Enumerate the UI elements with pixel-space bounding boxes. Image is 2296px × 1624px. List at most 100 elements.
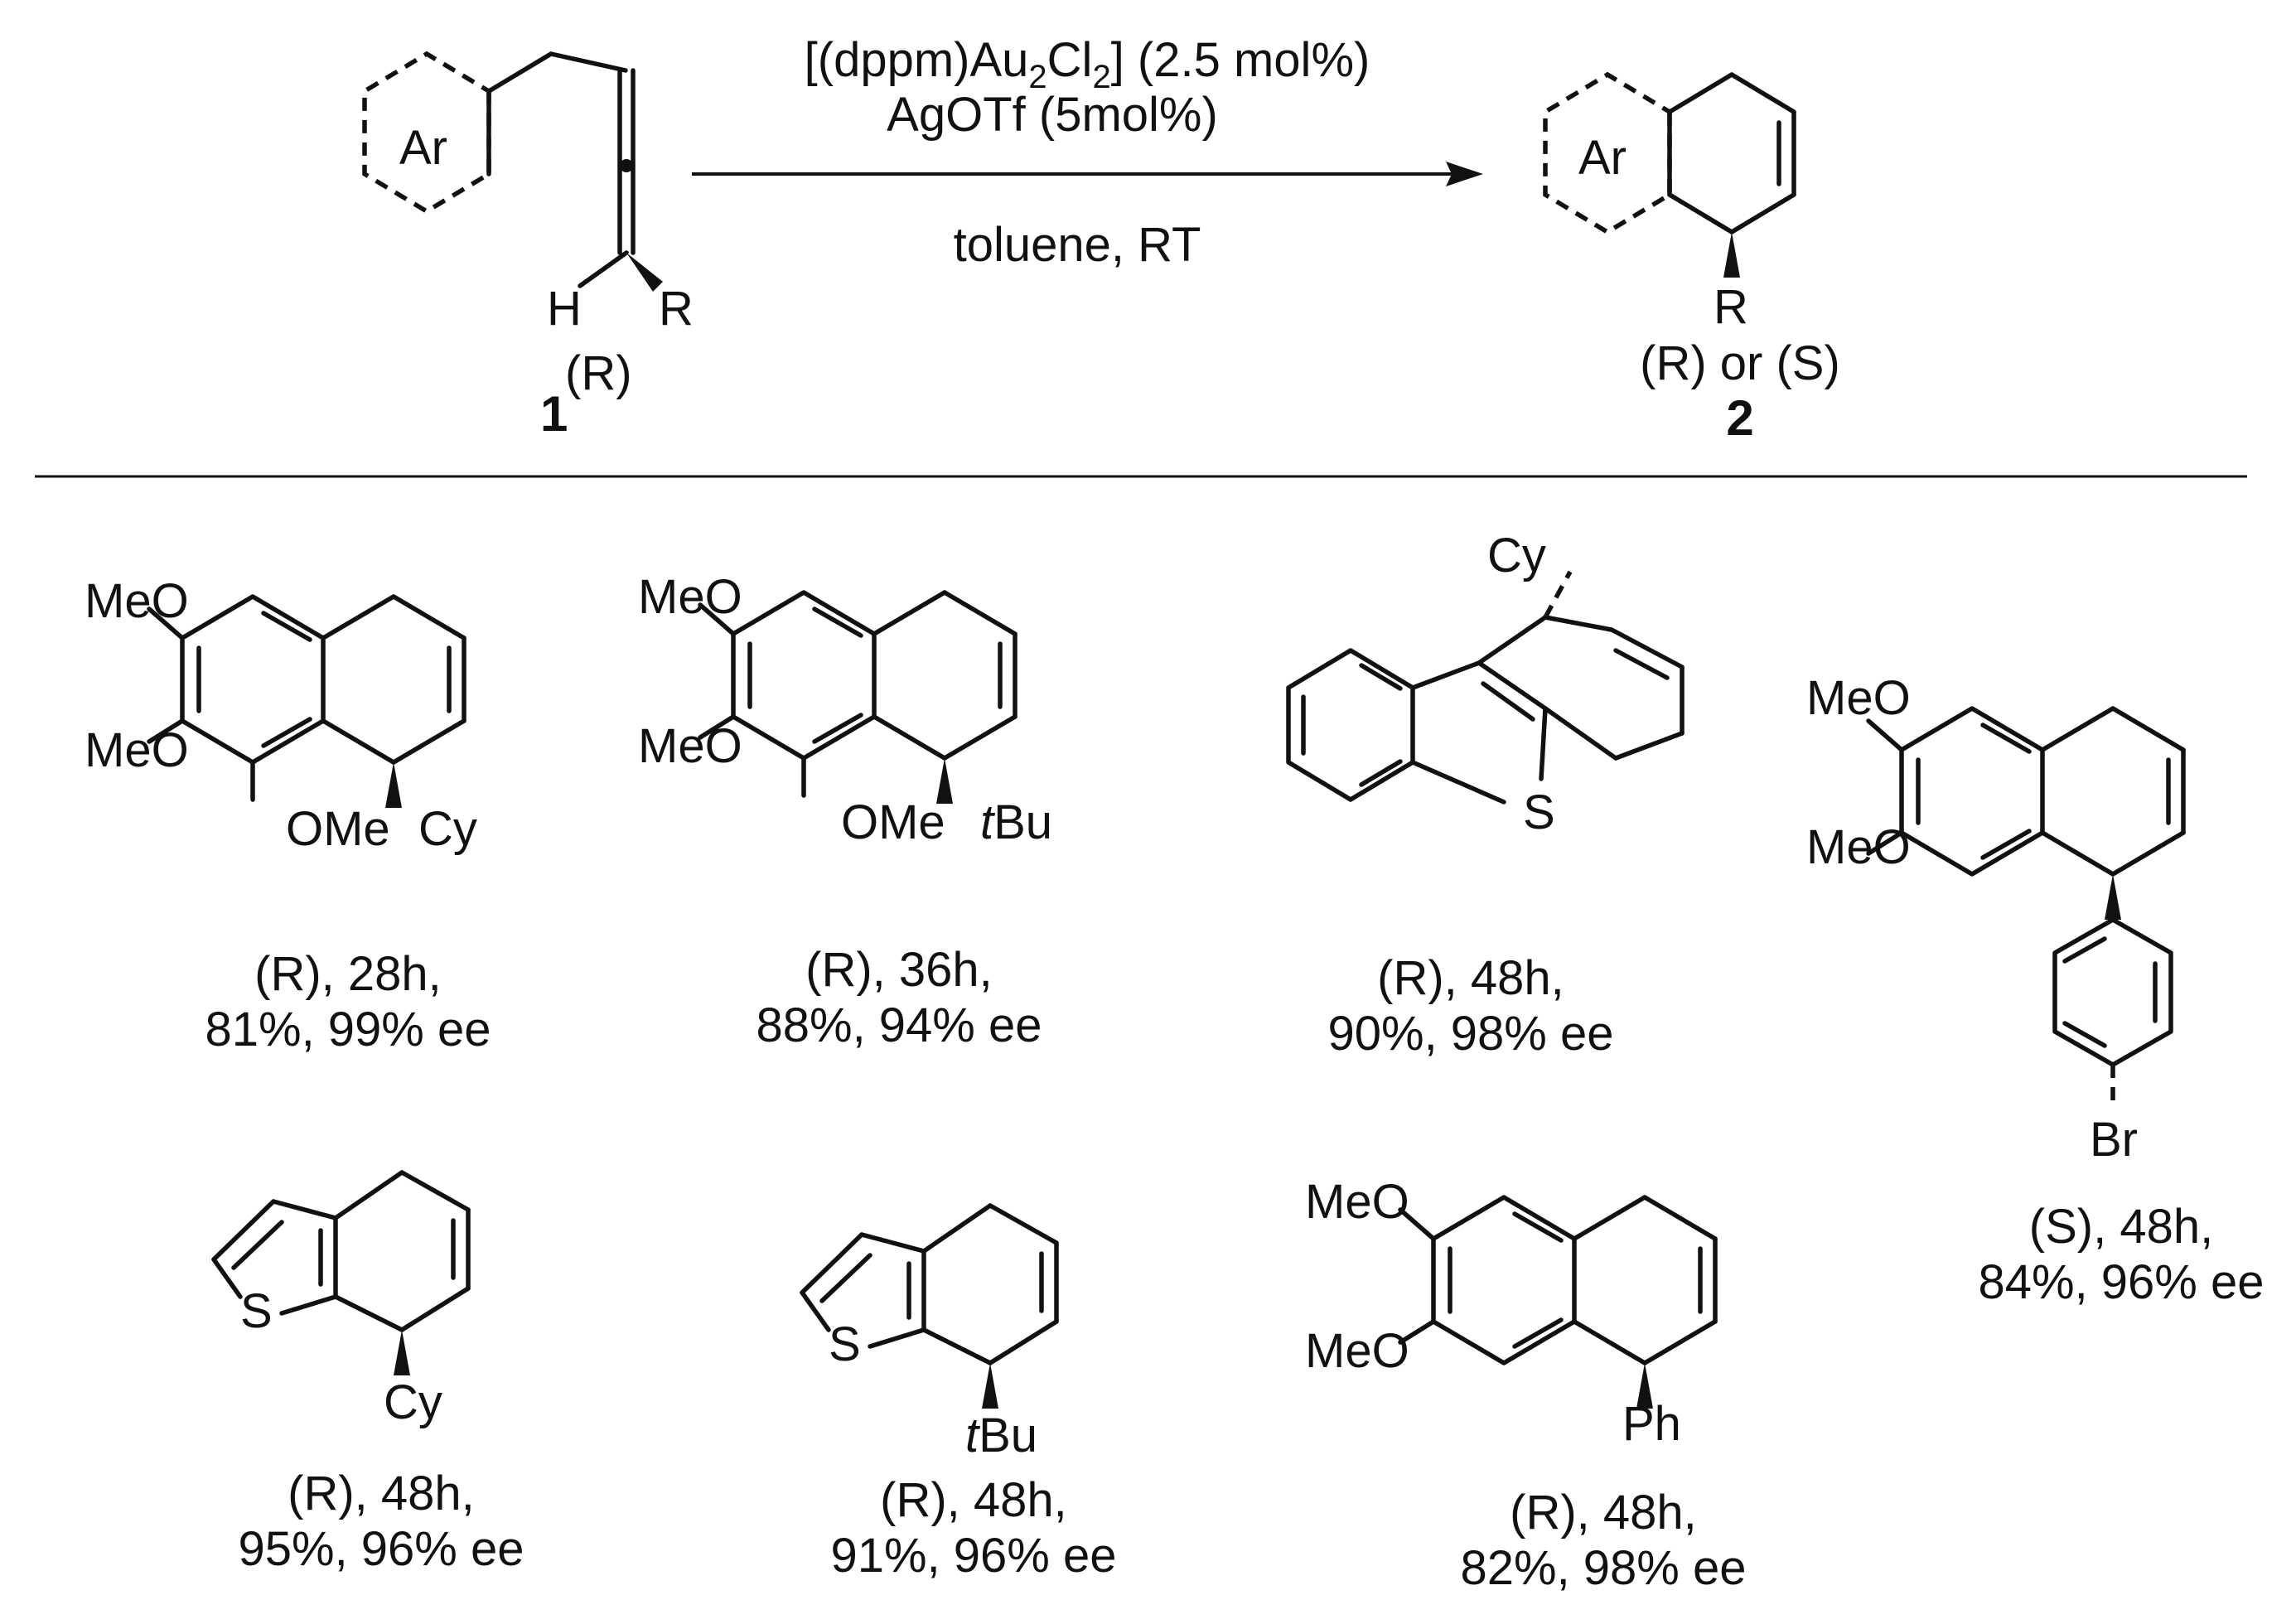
example-4-structure: MeO MeO Br xyxy=(1806,671,2186,1167)
allene-center-dot xyxy=(620,159,633,172)
bond xyxy=(942,590,1017,636)
bond xyxy=(391,594,466,640)
bond xyxy=(1359,759,1403,787)
meo-label: MeO xyxy=(638,570,742,624)
bond xyxy=(942,714,1017,761)
bond xyxy=(1642,1319,1718,1365)
example-4-caption-line2: 84%, 96% ee xyxy=(1978,1255,2264,1309)
sulfur-label: S xyxy=(240,1284,273,1338)
wedge-bond xyxy=(626,253,663,292)
product-aryl-ring xyxy=(1543,71,1672,235)
product-config: (R) or (S) xyxy=(1640,336,1840,390)
example-1-structure: MeO MeO OMe Cy xyxy=(85,574,477,856)
bond xyxy=(1539,706,1548,781)
substrate-ar-label: Ar xyxy=(399,121,447,175)
cy-label: Cy xyxy=(1487,529,1546,582)
bond xyxy=(1398,1207,1436,1241)
bond xyxy=(1572,1195,1647,1241)
wedge-bond xyxy=(2105,874,2121,920)
substrate-r-label: R xyxy=(659,282,694,336)
meo-label: MeO xyxy=(1305,1175,1409,1229)
example-3-caption-line1: (R), 48h, xyxy=(1377,951,1564,1005)
bond xyxy=(1980,723,2032,754)
reaction-arrow-group: [(dppm)Au2Cl2] (2.5 mol%) AgOTf (5mol%) … xyxy=(692,33,1483,272)
wedge-bond xyxy=(982,1363,998,1409)
bond xyxy=(1613,731,1685,761)
substrate-number: 1 xyxy=(540,386,568,442)
bond xyxy=(2110,830,2186,877)
example-3-structure: Cy S xyxy=(1286,529,1685,839)
bond xyxy=(1543,706,1618,761)
bond xyxy=(486,51,553,94)
bond xyxy=(2040,706,2115,752)
example-6-caption-line1: (R), 48h, xyxy=(880,1473,1067,1527)
tbu-label: tBu xyxy=(965,1409,1037,1462)
wedge-bond xyxy=(1636,1363,1653,1409)
bond xyxy=(1410,660,1482,690)
bond xyxy=(321,594,396,640)
example-7-caption-line1: (R), 48h, xyxy=(1510,1486,1697,1539)
bond xyxy=(1609,627,1685,669)
bond xyxy=(279,1294,338,1316)
bond xyxy=(1866,830,1904,856)
substrate-1-structure: Ar H R 1 (R) xyxy=(362,51,694,442)
bond xyxy=(1667,72,1734,114)
bond xyxy=(921,1327,993,1365)
meo-label: MeO xyxy=(1305,1324,1409,1378)
bond xyxy=(1543,615,1614,632)
product-2-structure: Ar R (R) or (S) 2 xyxy=(1543,71,1840,446)
bond xyxy=(261,717,312,748)
bond xyxy=(1613,648,1670,680)
cy-label: Cy xyxy=(384,1375,442,1429)
meo-label: MeO xyxy=(1806,671,1911,725)
ome-label: OMe xyxy=(841,795,945,849)
bond xyxy=(1729,192,1796,234)
bond xyxy=(261,611,312,642)
bond xyxy=(399,1170,471,1212)
arrow-head xyxy=(1446,162,1483,186)
bond xyxy=(147,718,185,744)
bond xyxy=(147,607,185,640)
bond xyxy=(333,1170,404,1220)
example-5-caption-line2: 95%, 96% ee xyxy=(238,1522,524,1576)
benzene-ring xyxy=(180,594,326,765)
bond xyxy=(1481,681,1535,722)
solvent-label: toluene, RT xyxy=(954,218,1201,272)
example-6-caption-line2: 91%, 96% ee xyxy=(830,1529,1116,1583)
bond xyxy=(211,1199,276,1262)
example-3-caption-line2: 90%, 98% ee xyxy=(1327,1007,1613,1061)
meo-label: MeO xyxy=(85,723,189,777)
bond xyxy=(1866,718,1904,752)
bond xyxy=(1477,615,1548,665)
example-7-structure: MeO MeO Ph xyxy=(1305,1175,1718,1451)
bond xyxy=(698,602,736,636)
bond xyxy=(819,1253,872,1303)
product-number: 2 xyxy=(1726,390,1753,446)
bond xyxy=(921,1203,993,1254)
bond xyxy=(578,250,629,288)
bond xyxy=(1512,1317,1564,1349)
example-1-caption-line1: (R), 28h, xyxy=(254,947,442,1001)
example-7-caption-line2: 82%, 98% ee xyxy=(1460,1541,1746,1595)
bond xyxy=(549,51,628,73)
bond xyxy=(1980,829,2032,860)
bond xyxy=(391,718,466,765)
bond xyxy=(2040,830,2115,877)
cocatalyst-label: AgOTf (5mol%) xyxy=(887,88,1218,142)
bond xyxy=(1572,1319,1647,1365)
bond xyxy=(1642,1195,1718,1241)
example-2-caption-line2: 88%, 94% ee xyxy=(756,998,1042,1052)
bond xyxy=(800,1232,864,1295)
bond xyxy=(1477,660,1548,711)
bond xyxy=(1729,72,1796,114)
meo-label: MeO xyxy=(638,719,742,773)
bond xyxy=(2062,1021,2107,1048)
cy-label: Cy xyxy=(418,802,477,856)
bond xyxy=(988,1319,1059,1365)
benzene-ring xyxy=(1286,648,1415,802)
benzene-ring xyxy=(1431,1195,1577,1365)
example-1-caption-line2: 81%, 99% ee xyxy=(205,1003,491,1056)
wedge-bond xyxy=(1723,232,1740,278)
bond xyxy=(1667,192,1734,234)
